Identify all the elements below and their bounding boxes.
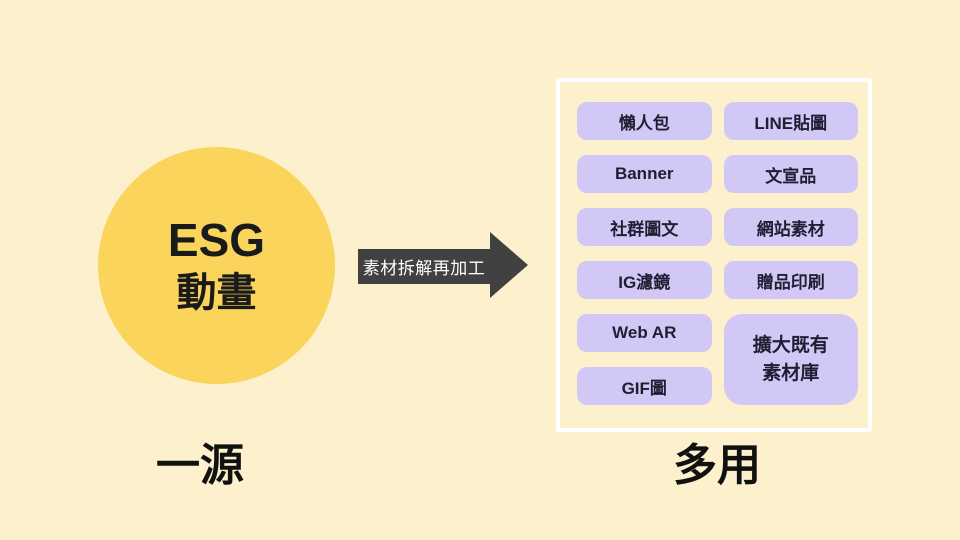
output-chip: Web AR xyxy=(577,314,712,352)
output-chip: 贈品印刷 xyxy=(723,261,858,299)
transform-arrow: 素材拆解再加工 xyxy=(358,249,490,284)
output-chip: LINE貼圖 xyxy=(723,102,858,140)
output-chip: Banner xyxy=(577,155,712,193)
source-subtitle: 動畫 xyxy=(176,271,257,316)
source-title: ESG xyxy=(167,213,266,266)
outputs-box: 懶人包 LINE貼圖 Banner 文宣品 社群圖文 網站素材 IG濾鏡 贈品印… xyxy=(556,78,872,432)
output-chip: GIF圖 xyxy=(577,367,712,405)
output-chip: 文宣品 xyxy=(723,155,858,193)
output-chip: 網站素材 xyxy=(723,208,858,246)
output-chip-tall: 擴大既有 素材庫 xyxy=(723,314,858,405)
tall-chip-line2: 素材庫 xyxy=(762,362,820,384)
tall-chip-line1: 擴大既有 xyxy=(752,334,829,356)
outputs-label: 多用 xyxy=(673,441,761,490)
source-label: 一源 xyxy=(156,441,244,490)
output-chip: 懶人包 xyxy=(577,102,712,140)
output-chip: IG濾鏡 xyxy=(577,261,712,299)
source-circle: ESG 動畫 xyxy=(98,147,335,384)
output-chip: 社群圖文 xyxy=(577,208,712,246)
arrow-label: 素材拆解再加工 xyxy=(362,259,486,278)
arrow-head-icon xyxy=(490,232,528,298)
